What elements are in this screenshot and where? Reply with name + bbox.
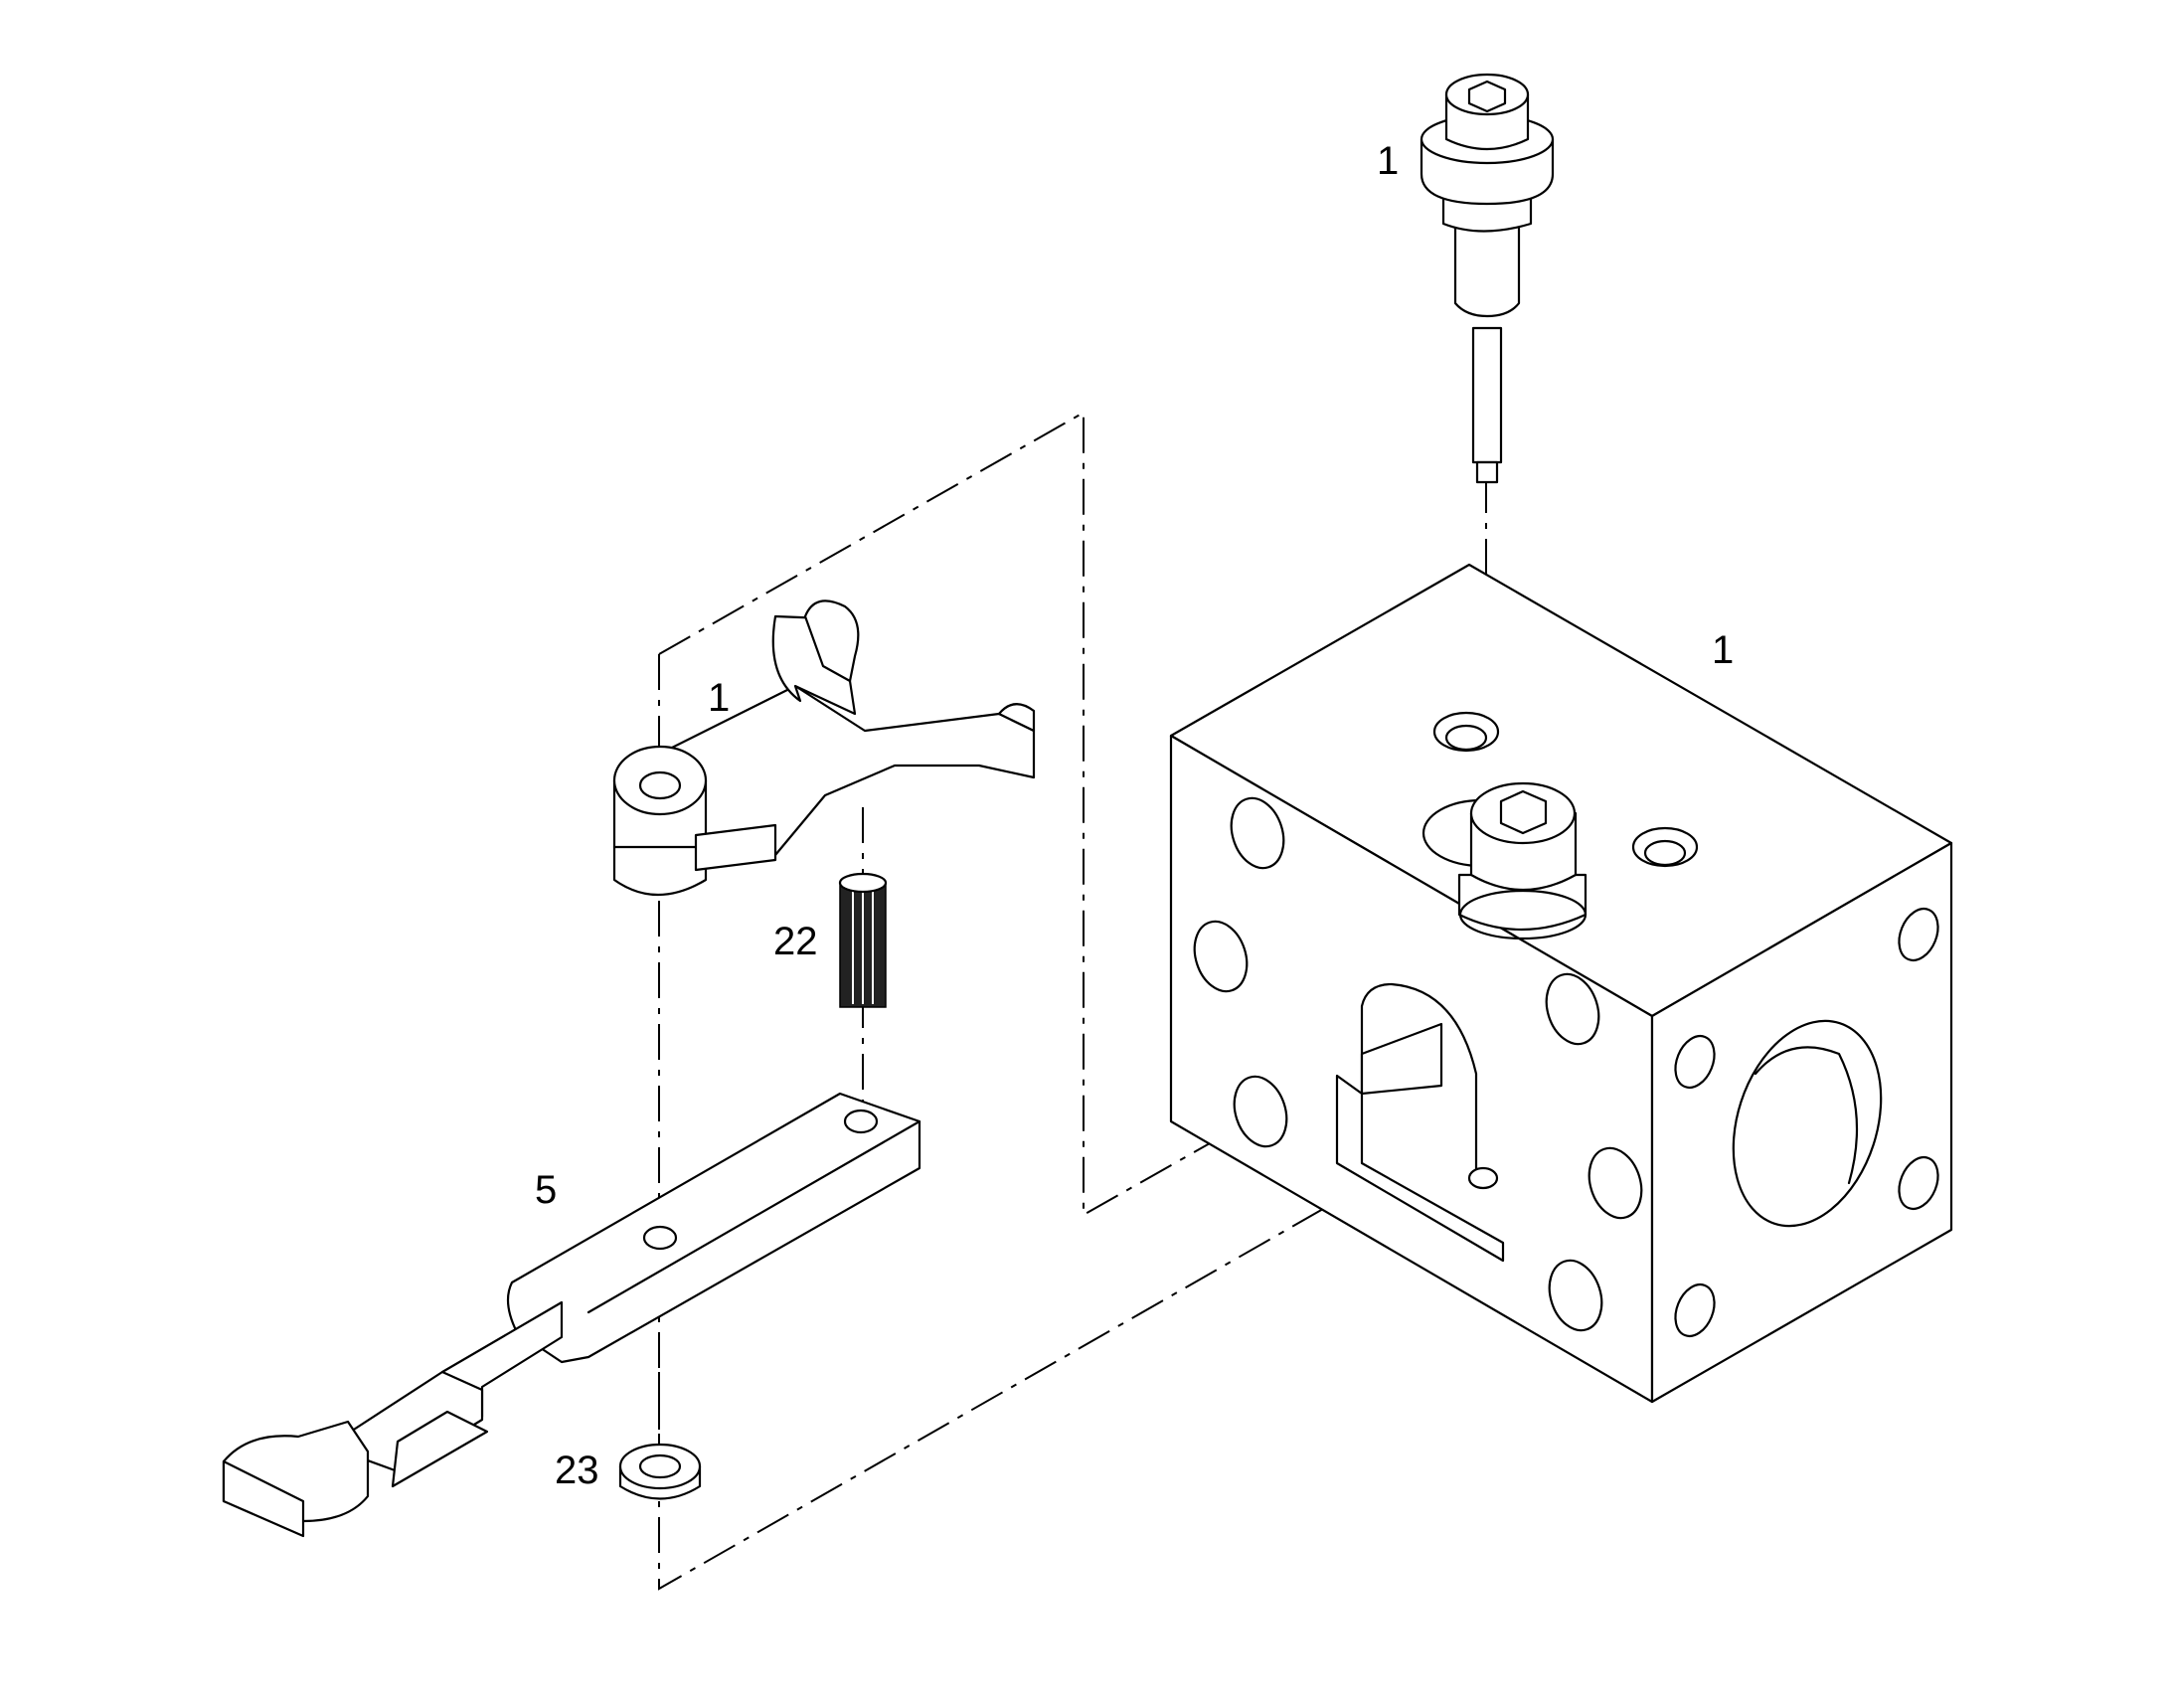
spline-pin <box>838 872 888 1008</box>
callout-pin-top: 1 <box>1377 139 1399 183</box>
shift-fork <box>612 599 1036 896</box>
callout-fork: 1 <box>708 676 730 720</box>
valve-block <box>1169 563 1953 1404</box>
callout-spline-pin: 22 <box>773 920 818 963</box>
washer <box>618 1443 702 1500</box>
callout-block: 1 <box>1712 628 1734 672</box>
socket-head-pin <box>1420 73 1555 484</box>
lever <box>222 1092 921 1538</box>
callout-lever: 5 <box>535 1168 557 1212</box>
callout-washer: 23 <box>555 1449 599 1492</box>
